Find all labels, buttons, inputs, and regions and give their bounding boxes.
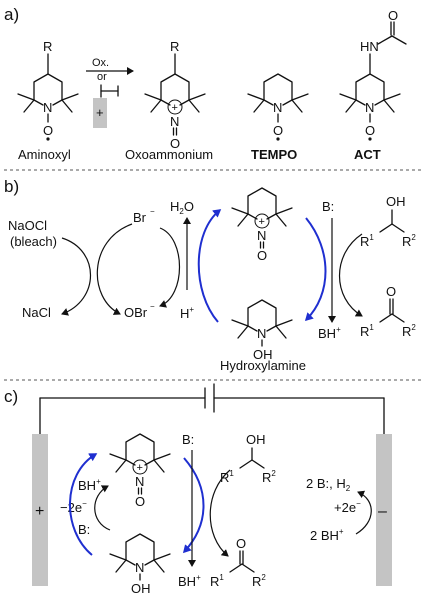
- ketone-c-structure: O R1 R2: [210, 536, 266, 589]
- cathode-electrode: [376, 434, 392, 586]
- aminoxyl-o: O: [43, 123, 53, 138]
- alcohol-c-oh: OH: [246, 432, 266, 447]
- cathode-arc: [355, 490, 372, 535]
- tempo-caption: TEMPO: [251, 147, 297, 162]
- cathode-products-label: 2 B:, H2: [306, 476, 351, 493]
- ketone-b-structure: O R1 R2: [360, 284, 416, 339]
- obr-minus: −: [150, 302, 155, 311]
- regeneration-arrow: [197, 209, 222, 323]
- ketone-c-r2: R2: [252, 573, 266, 589]
- tempo-o: O: [273, 123, 283, 138]
- aminoxyl-structure: R N O: [17, 39, 79, 141]
- b-left-label: B:: [78, 522, 90, 537]
- oxoammonium-c-o: O: [135, 494, 145, 509]
- ketone-b-o: O: [386, 284, 396, 299]
- base-c-label: B:: [182, 432, 194, 447]
- arrow-or-label: or: [97, 71, 107, 83]
- oxoammonium-structure: R + N O: [144, 39, 206, 151]
- h2o-label: H2O: [170, 199, 194, 216]
- panel-b-label: b): [4, 177, 19, 196]
- anode-electrode: [32, 434, 48, 586]
- br-minus: −: [150, 207, 155, 216]
- bh-b-label: BH+: [318, 325, 341, 341]
- alcohol-to-ketone-arc-c: [209, 469, 231, 557]
- oxoammonium-n: N: [170, 114, 179, 129]
- oxoammonium-c-structure: + N O: [109, 433, 171, 509]
- hydroxylamine-b-structure: N OH: [231, 299, 293, 362]
- oxoammonium-b-plus: +: [259, 216, 265, 228]
- ketone-c-r1: R1: [210, 573, 224, 589]
- bleach-arc-left: [61, 237, 92, 316]
- act-structure: HN O N O: [339, 8, 407, 141]
- cathode-sign-c: –: [378, 503, 387, 520]
- obr-label: OBr: [124, 305, 148, 320]
- alcohol-b-r2: R2: [402, 233, 416, 249]
- hydroxylamine-b-n: N: [257, 326, 266, 341]
- alcohol-c-structure: OH R1 R2: [220, 432, 276, 485]
- ketone-c-o: O: [236, 536, 246, 551]
- base-left-arc: [94, 485, 111, 531]
- bleach-label: (bleach): [10, 234, 57, 249]
- reduction-arrow-c: [182, 457, 205, 554]
- anodic-regeneration-arrow: [69, 453, 98, 556]
- reduction-arrow: [304, 217, 327, 322]
- aminoxyl-caption: Aminoxyl: [18, 147, 71, 162]
- hydroxylamine-c-structure: N OH: [109, 533, 171, 596]
- naocl-label: NaOCl: [8, 218, 47, 233]
- oxoammonium-b-structure: + N O: [231, 187, 293, 263]
- minus-2e-label: −2e−: [60, 499, 87, 515]
- bh-left-label: BH+: [78, 477, 101, 493]
- ketone-b-r2: R2: [402, 323, 416, 339]
- oxoammonium-b-n: N: [257, 228, 266, 243]
- aminoxyl-n: N: [43, 100, 52, 115]
- oxoammonium-c-n: N: [135, 474, 144, 489]
- alcohol-c-r1: R1: [220, 469, 234, 485]
- tempo-n: N: [273, 100, 282, 115]
- act-n: N: [365, 100, 374, 115]
- panel-c-label: c): [4, 387, 18, 406]
- base-b-label: B:: [322, 199, 334, 214]
- br-label: Br: [133, 210, 147, 225]
- oxoammonium-r: R: [170, 39, 179, 54]
- act-o: O: [388, 8, 398, 23]
- act-caption: ACT: [354, 147, 381, 162]
- alcohol-c-r2: R2: [262, 469, 276, 485]
- hydroxylamine-b-oh: OH: [253, 347, 273, 362]
- act-nh: HN: [360, 39, 379, 54]
- anode-symbol: +: [93, 84, 119, 128]
- hydroxylamine-c-oh: OH: [131, 581, 151, 596]
- tempo-structure: N O: [247, 73, 309, 141]
- circuit-wire: [39, 383, 385, 435]
- panel-a-label: a): [4, 5, 19, 24]
- oxoammonium-plus: +: [172, 102, 178, 114]
- alcohol-b-oh: OH: [386, 194, 406, 209]
- anode-sign: +: [96, 105, 104, 120]
- bleach-arc-right: [96, 223, 133, 315]
- alcohol-b-r1: R1: [360, 233, 374, 249]
- alcohol-b-structure: OH R1 R2: [360, 194, 416, 249]
- alcohol-to-ketone-arc: [339, 233, 363, 317]
- act-o-ring: O: [365, 123, 375, 138]
- h-plus-label: H+: [180, 305, 194, 321]
- ketone-b-r1: R1: [360, 323, 374, 339]
- aminoxyl-r: R: [43, 39, 52, 54]
- oxoammonium-b-o: O: [257, 248, 267, 263]
- plus-2e-label: +2e−: [334, 499, 361, 515]
- br-to-tempo-arc: [159, 227, 180, 308]
- oxoammonium-o: O: [170, 136, 180, 151]
- hydroxylamine-c-n: N: [135, 560, 144, 575]
- bh-right-label: 2 BH+: [310, 527, 344, 543]
- oxoammonium-c-plus: +: [137, 462, 143, 474]
- nacl-label: NaCl: [22, 305, 51, 320]
- anode-sign-c: +: [35, 503, 44, 520]
- oxoammonium-caption: Oxoammonium: [125, 147, 213, 162]
- arrow-ox-label: Ox.: [92, 57, 109, 69]
- hydroxylamine-caption: Hydroxylamine: [220, 358, 306, 373]
- bh-mid-label: BH+: [178, 573, 201, 589]
